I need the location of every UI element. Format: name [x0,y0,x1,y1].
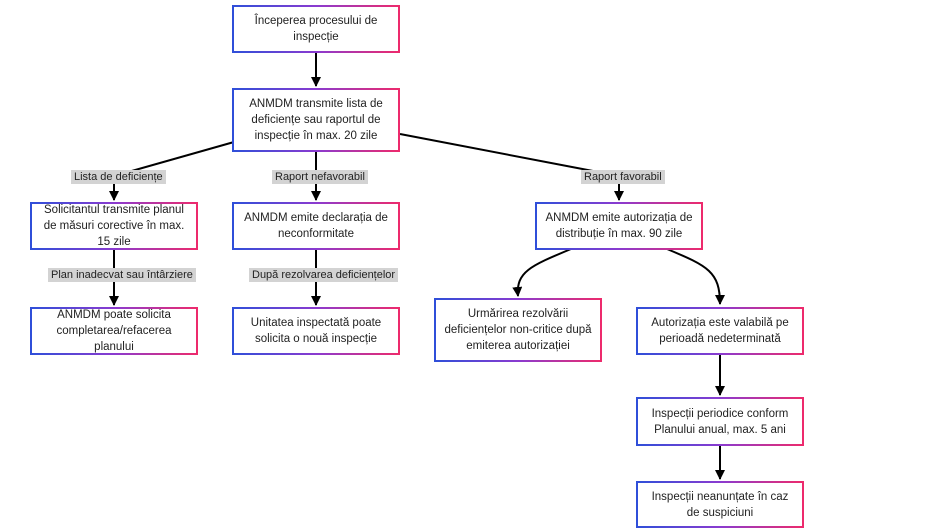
node-plan-text: Solicitantul transmite planul de măsuri … [43,204,185,248]
edge-label-deficiency-list: Lista de deficiențe [71,170,166,184]
node-periodic-text: Inspecții periodice conform Planului anu… [651,407,789,436]
edge-transmit-authorize [399,133,624,201]
node-authorize-text: ANMDM emite autorizația de distribuție î… [545,212,693,240]
node-start[interactable]: Începerea procesului de inspecție [232,5,400,53]
edge-authorize-valid [666,248,725,305]
node-new-inspection[interactable]: Unitatea inspectată poate solicita o nou… [232,307,400,355]
node-new-inspection-text: Unitatea inspectată poate solicita o nou… [250,317,382,345]
node-completion-text: ANMDM poate solicita completarea/refacer… [56,309,172,353]
node-unannounced-text: Inspecții neanunțate în caz de suspiciun… [651,490,789,519]
node-unannounced[interactable]: Inspecții neanunțate în caz de suspiciun… [636,481,804,528]
edge-label-after-resolution: După rezolvarea deficiențelor [249,268,399,282]
node-authorize[interactable]: ANMDM emite autorizația de distribuție î… [535,202,703,250]
node-plan[interactable]: Solicitantul transmite planul de măsuri … [30,202,198,250]
node-periodic[interactable]: Inspecții periodice conform Planului anu… [636,397,804,446]
node-valid[interactable]: Autorizația este valabilă pe perioadă ne… [636,307,804,355]
node-followup-text: Urmărirea rezolvării deficiențelor non-c… [444,308,592,352]
node-followup[interactable]: Urmărirea rezolvării deficiențelor non-c… [434,298,602,362]
node-nonconformity-text: ANMDM emite declarația de neconformitate [244,212,388,240]
node-start-text: Începerea procesului de inspecție [254,15,378,43]
edge-authorize-followup [512,248,572,297]
node-completion[interactable]: ANMDM poate solicita completarea/refacer… [30,307,198,355]
edge-label-inadequate: Plan inadecvat sau întârziere [48,268,196,282]
edge-label-unfavorable: Raport nefavorabil [272,170,368,184]
node-transmit[interactable]: ANMDM transmite lista de deficiențe sau … [232,88,400,152]
node-transmit-text: ANMDM transmite lista de deficiențe sau … [249,98,383,142]
node-nonconformity[interactable]: ANMDM emite declarația de neconformitate [232,202,400,250]
node-valid-text: Autorizația este valabilă pe perioadă ne… [651,317,789,345]
edge-label-favorable: Raport favorabil [581,170,665,184]
